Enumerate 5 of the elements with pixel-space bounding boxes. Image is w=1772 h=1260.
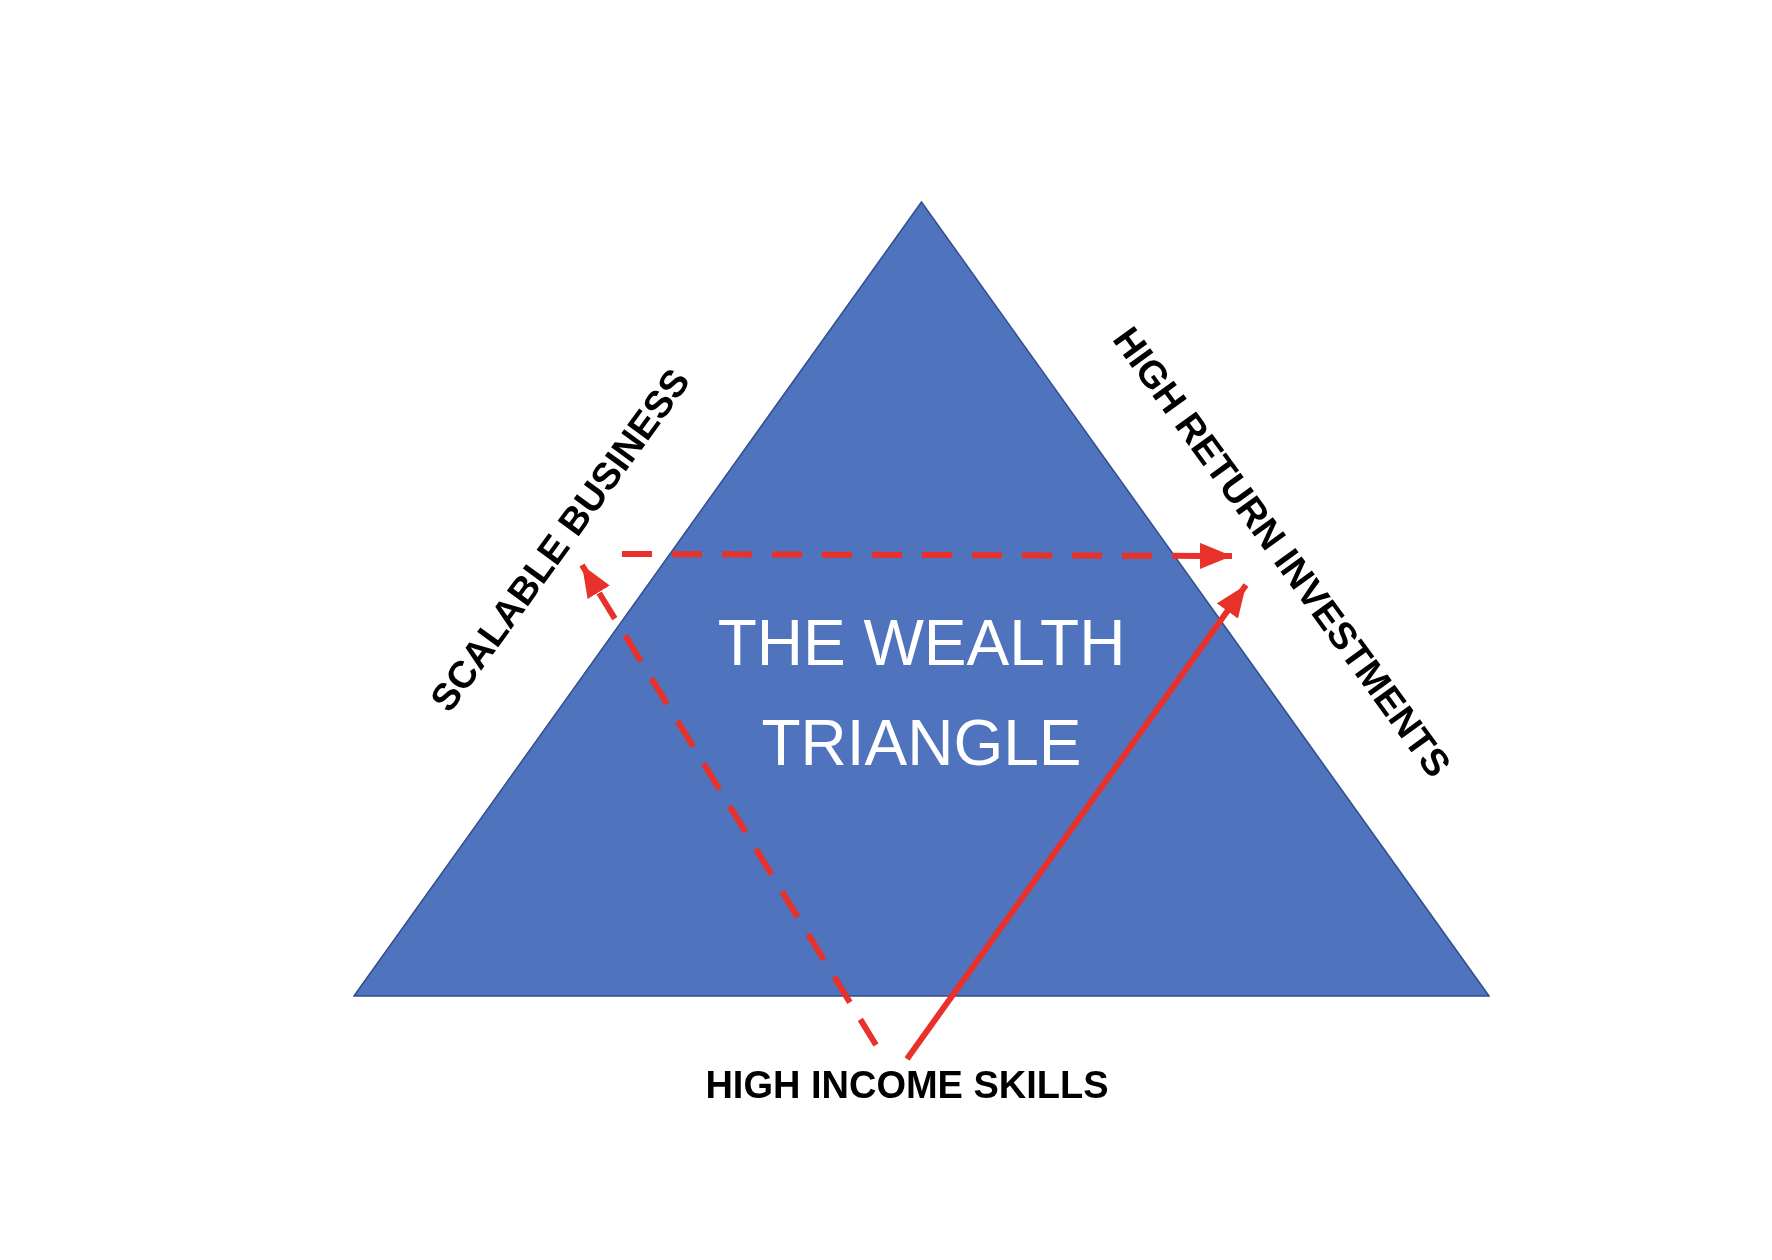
arrow <box>904 583 1249 1061</box>
arrow <box>622 542 1232 569</box>
triangle-title: THE WEALTH TRIANGLE <box>701 593 1142 793</box>
corner-label: HIGH INCOME SKILLS <box>647 1063 1167 1107</box>
arrow <box>579 563 879 1047</box>
